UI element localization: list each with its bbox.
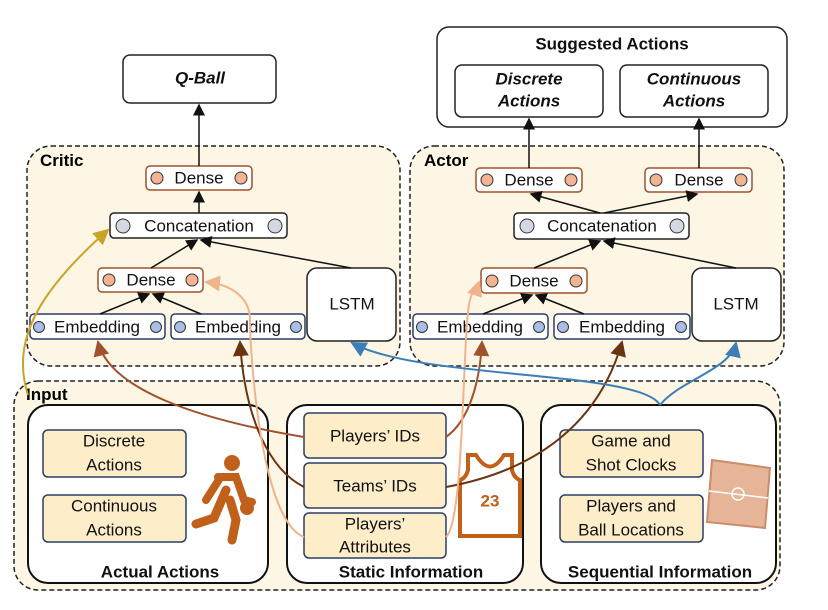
sequential-information-label: Sequential Information (568, 562, 752, 581)
edge-attributes-to-critic-dense (204, 275, 305, 538)
actor-group: Actor Dense Dense Concatenation Dense Em… (409, 117, 785, 367)
label: Dense (504, 170, 553, 189)
label: Discrete (83, 431, 145, 450)
critic-lstm (306, 267, 397, 342)
suggested-actions-group: Suggested Actions Discrete Actions Conti… (436, 26, 788, 128)
input-players-attributes (303, 512, 447, 559)
label: Attributes (339, 537, 411, 556)
edge-sequential-to-actor-lstm (659, 341, 741, 406)
actual-actions-label: Actual Actions (101, 562, 219, 581)
input-title: Input (26, 385, 68, 404)
q-ball-label: Q-Ball (175, 68, 226, 87)
label: Game and (591, 431, 670, 450)
label: Embedding (579, 317, 665, 336)
input-group: Input Discrete Actions Continuous Action… (13, 380, 781, 591)
critic-title: Critic (40, 151, 83, 170)
label: LSTM (329, 294, 374, 313)
label: Continuous (647, 69, 741, 88)
discrete-actions-output (454, 64, 604, 118)
label: Dense (126, 270, 175, 289)
input-players-ball-locations (559, 494, 704, 543)
label: Dense (509, 271, 558, 290)
label: Players’ (345, 514, 405, 533)
label: Continuous (71, 496, 157, 515)
label: Concatenation (547, 216, 657, 235)
label: Dense (674, 170, 723, 189)
input-game-shot-clocks (559, 429, 704, 478)
edge-actual-to-critic-concat (21, 228, 110, 396)
edge-sequential-to-critic-lstm (350, 342, 661, 406)
critic-group: Critic Dense Concatenation Dense Embeddi… (26, 103, 401, 367)
actor-lstm (691, 267, 782, 342)
label: Ball Locations (578, 520, 684, 539)
input-teams-ids (303, 462, 447, 509)
basketball-player-icon (191, 455, 256, 545)
label: Discrete (495, 69, 562, 88)
actor-concatenation (513, 212, 690, 240)
q-ball-node: Q-Ball (122, 54, 277, 104)
label: Embedding (195, 317, 281, 336)
label: Embedding (54, 317, 140, 336)
jersey-icon: 23 (458, 453, 522, 538)
continuous-actions-output (619, 64, 769, 118)
actor-title: Actor (424, 151, 469, 170)
label: Teams’ IDs (333, 476, 416, 495)
label: Players and (586, 496, 676, 515)
label: Actions (86, 520, 142, 539)
label: Players’ IDs (330, 426, 420, 445)
actor-embedding-2 (553, 313, 691, 340)
edge-teams-ids-to-actor-embedding (445, 340, 626, 488)
label: Shot Clocks (586, 455, 677, 474)
label: Actions (86, 455, 142, 474)
label: LSTM (713, 294, 758, 313)
jersey-number: 23 (481, 491, 500, 510)
actor-embedding-1 (412, 313, 549, 340)
basketball-court-icon (705, 458, 772, 530)
data-flow-edges (21, 228, 741, 538)
label: Actions (662, 91, 725, 110)
input-continuous-actions (42, 494, 187, 543)
input-players-ids (303, 412, 447, 459)
edge-attributes-to-actor-dense (445, 280, 483, 538)
critic-embedding-2 (170, 313, 306, 340)
label: Embedding (437, 317, 523, 336)
critic-dense (97, 267, 204, 293)
input-discrete-actions (42, 429, 187, 478)
label: Dense (174, 168, 223, 187)
edge-players-ids-to-actor-embedding (445, 340, 490, 438)
edge-players-ids-to-critic-embedding (93, 340, 305, 438)
label: Actions (497, 91, 560, 110)
static-information-label: Static Information (339, 562, 484, 581)
label: Concatenation (144, 216, 254, 235)
suggested-actions-title: Suggested Actions (535, 34, 688, 53)
